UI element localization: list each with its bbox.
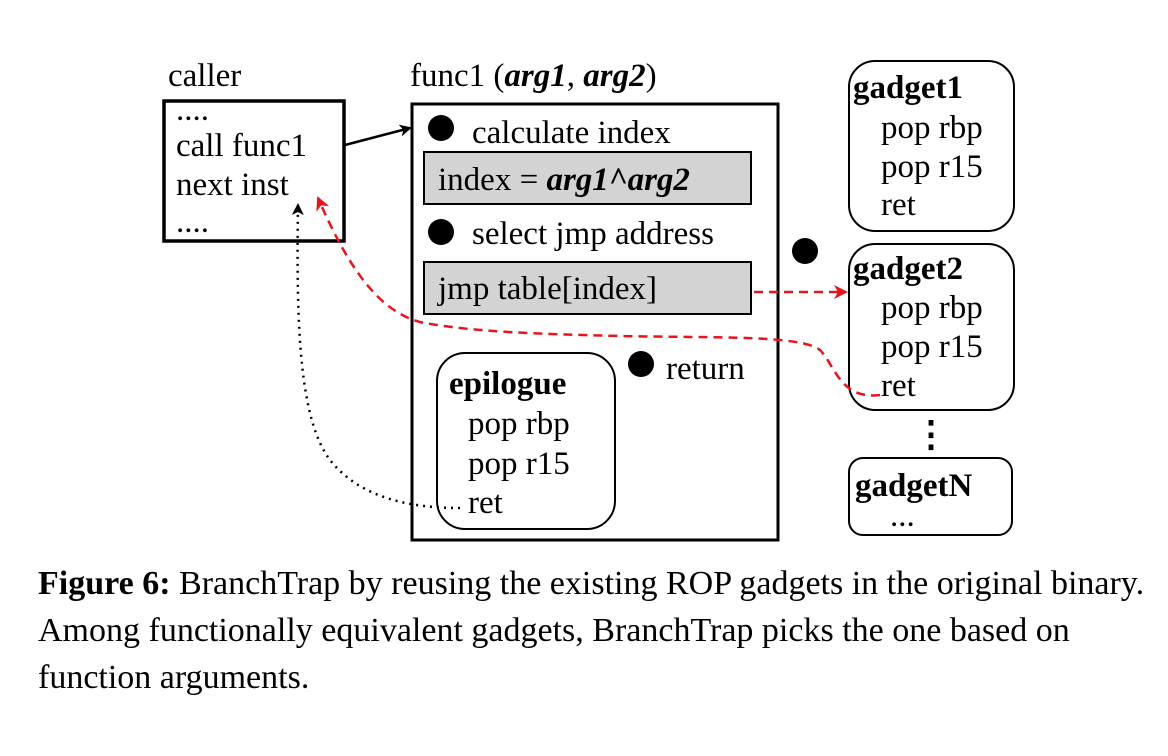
- gadgets-ellipsis: ⋮: [913, 414, 949, 454]
- ret-to-caller-arrow: [316, 196, 881, 397]
- gadget1-box: [848, 60, 1015, 232]
- step4-number: 4: [636, 354, 646, 376]
- step2-label: select jmp address: [472, 216, 714, 252]
- step2-number: 2: [436, 222, 446, 244]
- epilogue-line-ret: ret: [468, 485, 503, 521]
- gadget2-title: gadget2: [853, 251, 963, 287]
- gadget1-title: gadget1: [853, 70, 963, 106]
- gadget1-line-1: pop r15: [881, 149, 983, 185]
- caller-title: caller: [168, 58, 241, 94]
- caller-line-3: ....: [176, 204, 209, 240]
- call-arrow: [344, 124, 412, 147]
- epilogue-line-1: pop r15: [468, 446, 570, 482]
- step4-badge: [628, 351, 654, 377]
- gadgetN-title: gadgetN: [855, 468, 972, 504]
- epilogue-box: [436, 352, 616, 530]
- gadgetN-box: [848, 457, 1013, 536]
- gadget2-line-1: pop r15: [881, 329, 983, 365]
- gadgetN-line-0: ...: [890, 498, 915, 534]
- gadget2-line-ret: ret: [881, 368, 916, 404]
- index-box: [423, 151, 752, 205]
- jmp-box: [423, 261, 752, 315]
- caller-line-next: next inst: [176, 167, 289, 203]
- epilogue-ret-arrow: [291, 203, 461, 510]
- figure-caption: Figure 6: BranchTrap by reusing the exis…: [38, 560, 1148, 701]
- gadget2-line-0: pop rbp: [881, 290, 983, 326]
- gadget1-line-0: pop rbp: [881, 110, 983, 146]
- step2-badge: [428, 219, 454, 245]
- epilogue-line-0: pop rbp: [468, 406, 570, 442]
- gadget1-line-2: ret: [881, 187, 916, 223]
- step3-number: 3: [800, 241, 810, 263]
- step3-badge: [792, 238, 818, 264]
- branchtrap-diagram: caller .... call func1 next inst .... fu…: [162, 58, 1015, 542]
- func1-title: func1 (arg1, arg2): [410, 58, 657, 94]
- epilogue-title: epilogue: [449, 366, 566, 402]
- caller-box: [162, 99, 346, 243]
- step1-number: 1: [436, 118, 446, 140]
- caller-line-call: call func1: [176, 128, 307, 164]
- caption-text: BranchTrap by reusing the existing ROP g…: [38, 565, 1145, 696]
- step1-badge: [428, 115, 454, 141]
- caller-line-0: ....: [176, 92, 209, 128]
- gadget2-box: [848, 243, 1015, 411]
- step4-label: return: [666, 351, 745, 387]
- jmp-instruction: jmp table[index]: [437, 271, 657, 307]
- step1-label: calculate index: [472, 115, 671, 151]
- caption-label: Figure 6:: [38, 565, 171, 602]
- index-expression: index = arg1^arg2: [438, 162, 690, 198]
